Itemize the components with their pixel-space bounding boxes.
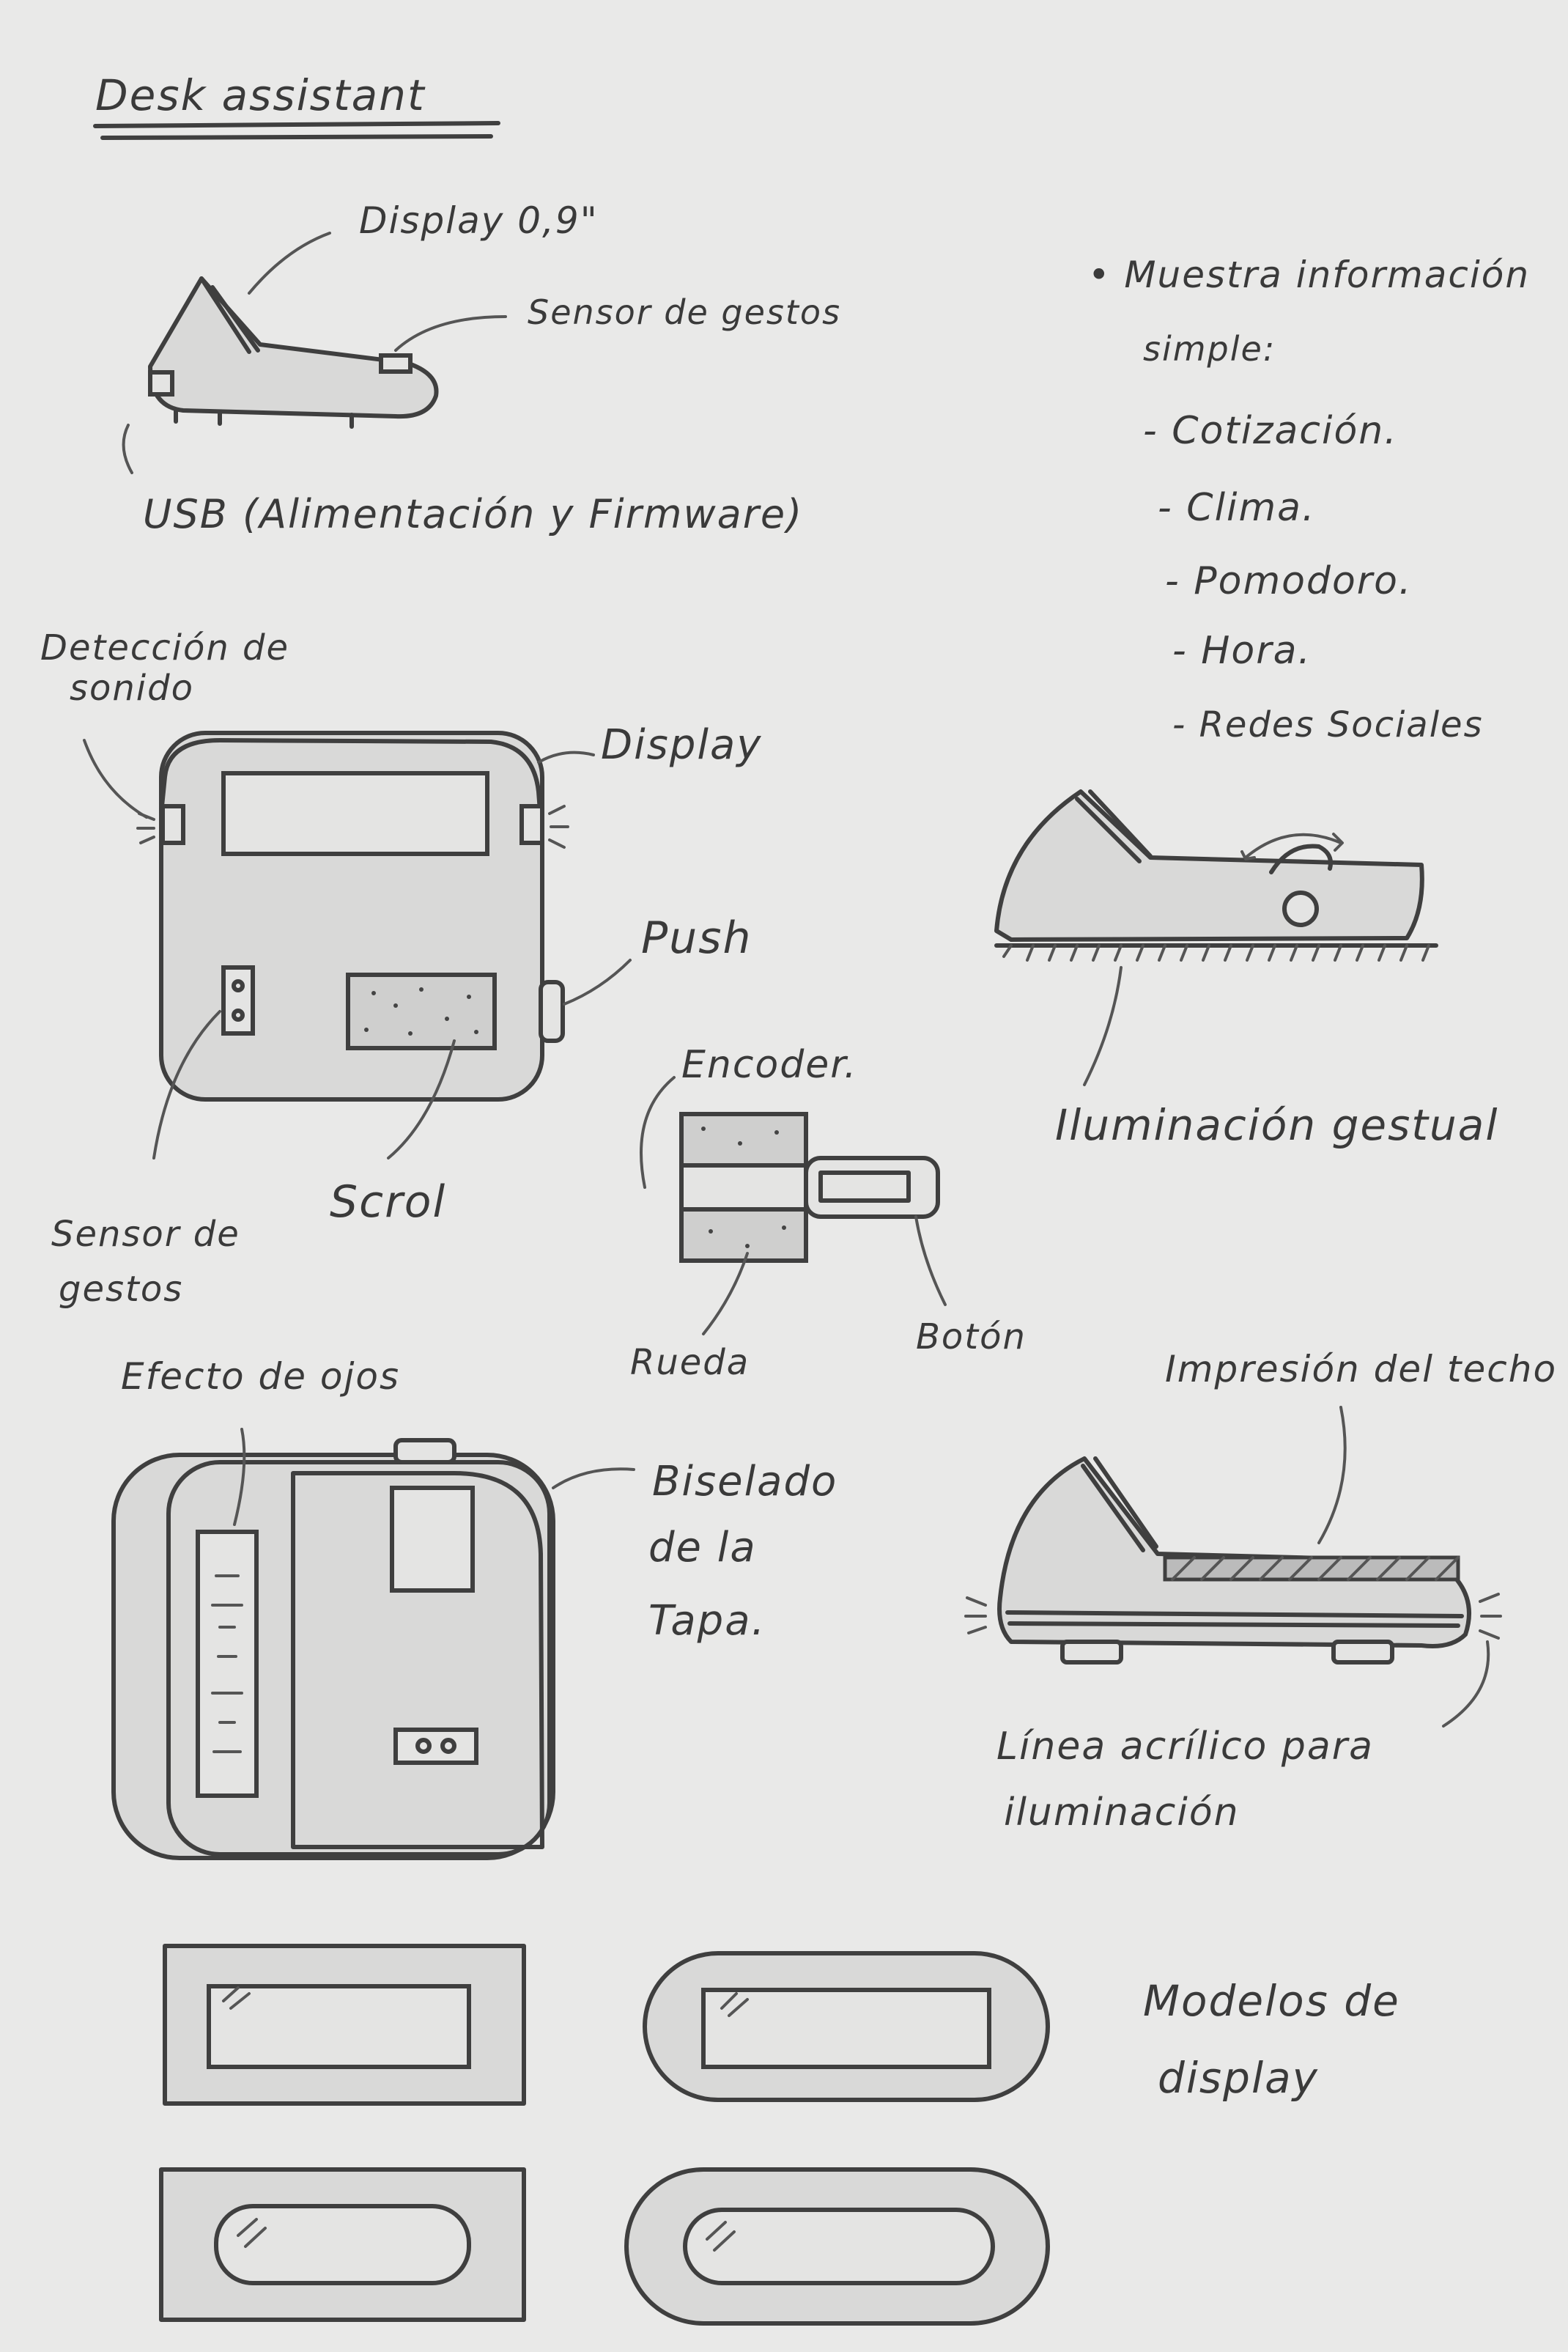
back-device-sketch: [111, 1428, 635, 1860]
mic-right: [519, 804, 544, 845]
acrylic-foot-left: [1060, 1640, 1123, 1665]
wheel-leader: [702, 1252, 749, 1335]
back-connector: [393, 1728, 478, 1765]
model-pill-pill-screen: [683, 2208, 995, 2285]
bevel-label-2: de la: [648, 1524, 757, 1571]
bevel-label-3: Tapa.: [648, 1597, 766, 1645]
feature-item: - Hora.: [1172, 629, 1312, 673]
model-rect-rect-screen: [207, 1984, 471, 2069]
scroll-wheel-dotted: [346, 973, 497, 1050]
eyes-leader: [233, 1428, 246, 1526]
push-leader: [563, 959, 632, 1006]
eyes-strip: [196, 1530, 259, 1798]
roof-leader: [1317, 1406, 1347, 1544]
push-button[interactable]: [539, 980, 565, 1043]
top-device-sketch: [122, 232, 507, 474]
scroll-leader: [387, 1039, 456, 1160]
feature-item: - Clima.: [1158, 486, 1316, 530]
encoder-wheel-top: [679, 1112, 808, 1168]
mic-left: [160, 804, 185, 845]
gesture-sensor-window: [379, 353, 413, 374]
display-leader: [537, 751, 595, 764]
top-sensor-label: Sensor de gestos: [528, 292, 841, 332]
rotation-arrow: [1244, 833, 1342, 859]
model-pill-rect-screen: [701, 1988, 991, 2069]
sensor-leader: [152, 1010, 221, 1160]
bevel-leader: [552, 1467, 635, 1489]
front-device-sketch: [83, 731, 632, 1160]
front-sensor-label-1: Sensor de: [51, 1214, 240, 1255]
push-label: Push: [641, 913, 752, 964]
encoder-leader: [640, 1076, 676, 1189]
feature-item: - Redes Sociales: [1172, 704, 1484, 745]
title-underline-1: [93, 121, 500, 128]
side-encoder-knob: [1282, 891, 1319, 927]
encoder-wheel-bottom: [679, 1207, 808, 1263]
acrylic-label-2: iluminación: [1004, 1791, 1240, 1835]
sound-leader: [83, 739, 148, 819]
feature-item: - Cotización.: [1143, 409, 1398, 453]
feature-heading-1: • Muestra información: [1088, 254, 1530, 296]
usb-port: [148, 370, 174, 397]
encoder-title: Encoder.: [681, 1043, 857, 1087]
top-usb-label: USB (Alimentación y Firmware): [143, 491, 803, 537]
display-leader: [248, 232, 331, 295]
eyes-label: Efecto de ojos: [121, 1355, 400, 1398]
front-display-label: Display: [601, 721, 762, 769]
illumination-leader: [1083, 966, 1123, 1086]
encoder-body: [679, 1163, 808, 1212]
acrylic-foot-right: [1331, 1640, 1394, 1665]
feature-item: - Pomodoro.: [1165, 559, 1412, 603]
wheel-label: Rueda: [630, 1342, 750, 1383]
side-illumination-sketch: [994, 789, 1438, 1086]
illumination-label: Iluminación gestual: [1055, 1100, 1498, 1150]
printed-roof: [1163, 1555, 1460, 1582]
bevel-label-1: Biselado: [652, 1458, 837, 1505]
encoder-sketch: [640, 1076, 947, 1335]
sensor-leader: [394, 315, 507, 352]
roof-label: Impresión del techo: [1165, 1348, 1557, 1390]
models-label-1: Modelos de: [1143, 1976, 1400, 2026]
button-leader: [914, 1215, 947, 1306]
scroll-label: Scrol: [330, 1176, 446, 1228]
title-block: Desk assistant: [93, 70, 500, 140]
display-models: [159, 1944, 1050, 2326]
feature-heading-2: simple:: [1143, 329, 1276, 369]
encoder-shaft: [804, 1156, 940, 1219]
models-label-2: display: [1158, 2053, 1319, 2103]
model-rect-pill-screen: [214, 2204, 471, 2285]
acrylic-label-1: Línea acrílico para: [996, 1725, 1374, 1769]
top-display-label: Display 0,9": [359, 199, 599, 242]
feature-list: • Muestra información simple: - Cotizaci…: [1088, 254, 1530, 745]
usb-leader: [122, 424, 133, 474]
page-title: Desk assistant: [95, 70, 426, 120]
acrylic-leader: [1442, 1640, 1490, 1728]
front-gesture-sensor: [221, 965, 255, 1036]
title-underline-2: [100, 134, 493, 140]
sound-label-2: sonido: [70, 668, 194, 709]
front-display: [221, 771, 489, 856]
front-sensor-label-2: gestos: [59, 1269, 183, 1310]
button-label: Botón: [916, 1316, 1027, 1357]
back-display-window: [390, 1486, 475, 1593]
back-top-button[interactable]: [393, 1438, 456, 1464]
sound-label-1: Detección de: [40, 627, 289, 668]
acrylic-side-sketch: [964, 1406, 1502, 1728]
